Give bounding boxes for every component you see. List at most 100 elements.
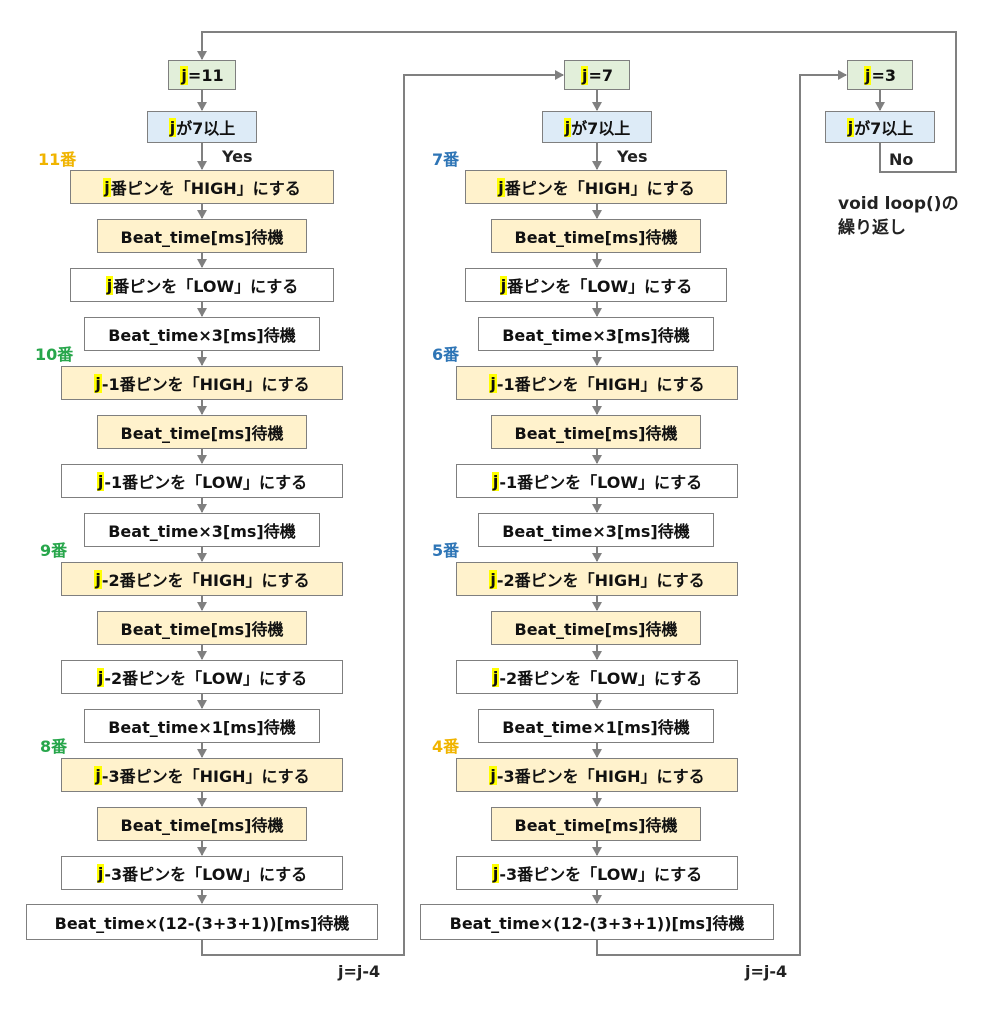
col1-init-box: j=11: [168, 60, 236, 90]
col2-wait-box-2: Beat_time[ms]待機: [491, 415, 701, 449]
col1-low-text-3: -2番ピンを「LOW」にする: [104, 669, 308, 688]
col1-low-var-3: j: [96, 667, 105, 687]
col2-high-var-4: j: [489, 765, 497, 785]
col1-update-label: j=j-4: [338, 962, 381, 981]
col1-high-box-2: j-1番ピンを「HIGH」にする: [61, 366, 343, 400]
col2-high-box-2: j-1番ピンを「HIGH」にする: [456, 366, 738, 400]
col2-yes-label: Yes: [617, 147, 648, 166]
col2-wait-box-3: Beat_time[ms]待機: [491, 611, 701, 645]
col1-cond-var: j: [168, 117, 177, 137]
col2-pin-label-4: 4番: [432, 737, 460, 756]
loop-note: void loop()の 繰り返し: [838, 192, 959, 240]
col2-low-box-2: j-1番ピンを「LOW」にする: [456, 464, 738, 498]
col2-low-text-1: 番ピンを「LOW」にする: [507, 277, 693, 296]
col2-after-box-4: Beat_time×(12-(3+3+1))[ms]待機: [420, 904, 774, 940]
col2-after-box-2: Beat_time×3[ms]待機: [478, 513, 714, 547]
col1-high-text-1: 番ピンを「HIGH」にする: [110, 179, 301, 198]
col1-high-box-4: j-3番ピンを「HIGH」にする: [61, 758, 343, 792]
col1-init-rest: =11: [187, 65, 224, 85]
col1-low-box-4: j-3番ピンを「LOW」にする: [61, 856, 343, 890]
col2-wait-box-1: Beat_time[ms]待機: [491, 219, 701, 253]
col1-after-box-1: Beat_time×3[ms]待機: [84, 317, 320, 351]
col2-high-text-4: -3番ピンを「HIGH」にする: [496, 767, 705, 786]
col3-init-box: j=3: [847, 60, 913, 90]
col1-high-text-3: -2番ピンを「HIGH」にする: [101, 571, 310, 590]
col1-after-box-3: Beat_time×1[ms]待機: [84, 709, 320, 743]
col3-no-label: No: [889, 150, 914, 169]
col1-high-var-3: j: [94, 569, 102, 589]
connector-38: [197, 31, 957, 173]
col1-yes-label: Yes: [222, 147, 253, 166]
col2-low-box-4: j-3番ピンを「LOW」にする: [456, 856, 738, 890]
col3-init-rest: =3: [871, 65, 897, 85]
col2-high-text-3: -2番ピンを「HIGH」にする: [496, 571, 705, 590]
col2-low-text-2: -1番ピンを「LOW」にする: [499, 473, 703, 492]
col2-cond-var: j: [563, 117, 572, 137]
col1-cond-rest: が7以上: [176, 119, 236, 138]
col1-low-box-3: j-2番ピンを「LOW」にする: [61, 660, 343, 694]
col2-pin-label-3: 5番: [432, 541, 460, 560]
col1-after-box-4: Beat_time×(12-(3+3+1))[ms]待機: [26, 904, 378, 940]
col2-high-var-3: j: [489, 569, 497, 589]
col2-wait-box-4: Beat_time[ms]待機: [491, 807, 701, 841]
col2-high-box-3: j-2番ピンを「HIGH」にする: [456, 562, 738, 596]
col1-wait-box-3: Beat_time[ms]待機: [97, 611, 307, 645]
col1-high-var-1: j: [103, 177, 111, 197]
col2-pin-label-1: 7番: [432, 150, 460, 169]
col1-low-var-1: j: [105, 275, 114, 295]
col1-pin-label-4: 8番: [40, 737, 68, 756]
col2-high-box-4: j-3番ピンを「HIGH」にする: [456, 758, 738, 792]
connector-37: [596, 70, 847, 956]
col2-low-var-1: j: [499, 275, 508, 295]
col2-after-box-1: Beat_time×3[ms]待機: [478, 317, 714, 351]
col1-high-box-3: j-2番ピンを「HIGH」にする: [61, 562, 343, 596]
col2-high-text-2: -1番ピンを「HIGH」にする: [496, 375, 705, 394]
loop-note-line1: void loop()の: [838, 194, 959, 214]
col1-init-var: j: [180, 65, 188, 85]
col3-cond-rest: が7以上: [854, 119, 914, 138]
col2-cond-rest: が7以上: [571, 119, 631, 138]
connector-36: [201, 70, 564, 956]
col2-high-var-2: j: [489, 373, 497, 393]
col1-low-var-2: j: [96, 471, 105, 491]
col2-low-var-4: j: [491, 863, 500, 883]
col2-init-var: j: [580, 65, 589, 85]
col1-low-text-1: 番ピンを「LOW」にする: [113, 277, 299, 296]
col1-after-box-2: Beat_time×3[ms]待機: [84, 513, 320, 547]
col1-wait-box-1: Beat_time[ms]待機: [97, 219, 307, 253]
col2-low-text-3: -2番ピンを「LOW」にする: [499, 669, 703, 688]
col2-after-box-3: Beat_time×1[ms]待機: [478, 709, 714, 743]
col2-pin-label-2: 6番: [432, 345, 460, 364]
col2-low-box-3: j-2番ピンを「LOW」にする: [456, 660, 738, 694]
col3-init-var: j: [863, 65, 872, 85]
col1-wait-box-4: Beat_time[ms]待機: [97, 807, 307, 841]
col1-high-text-4: -3番ピンを「HIGH」にする: [101, 767, 310, 786]
col1-low-var-4: j: [96, 863, 105, 883]
col1-pin-label-1: 11番: [38, 150, 77, 169]
col1-pin-label-3: 9番: [40, 541, 68, 560]
col1-low-box-2: j-1番ピンを「LOW」にする: [61, 464, 343, 498]
col2-init-rest: =7: [588, 65, 614, 85]
col2-high-var-1: j: [497, 177, 505, 197]
col2-low-var-3: j: [491, 667, 500, 687]
col1-wait-box-2: Beat_time[ms]待機: [97, 415, 307, 449]
col1-low-text-2: -1番ピンを「LOW」にする: [104, 473, 308, 492]
col1-high-var-4: j: [94, 765, 102, 785]
col2-low-text-4: -3番ピンを「LOW」にする: [499, 865, 703, 884]
col1-pin-label-2: 10番: [35, 345, 74, 364]
loop-note-line2: 繰り返し: [838, 218, 906, 238]
col1-high-text-2: -1番ピンを「HIGH」にする: [101, 375, 310, 394]
col2-low-var-2: j: [491, 471, 500, 491]
col1-high-var-2: j: [94, 373, 102, 393]
col2-update-label: j=j-4: [745, 962, 788, 981]
col3-cond-var: j: [846, 117, 855, 137]
col1-low-text-4: -3番ピンを「LOW」にする: [104, 865, 308, 884]
